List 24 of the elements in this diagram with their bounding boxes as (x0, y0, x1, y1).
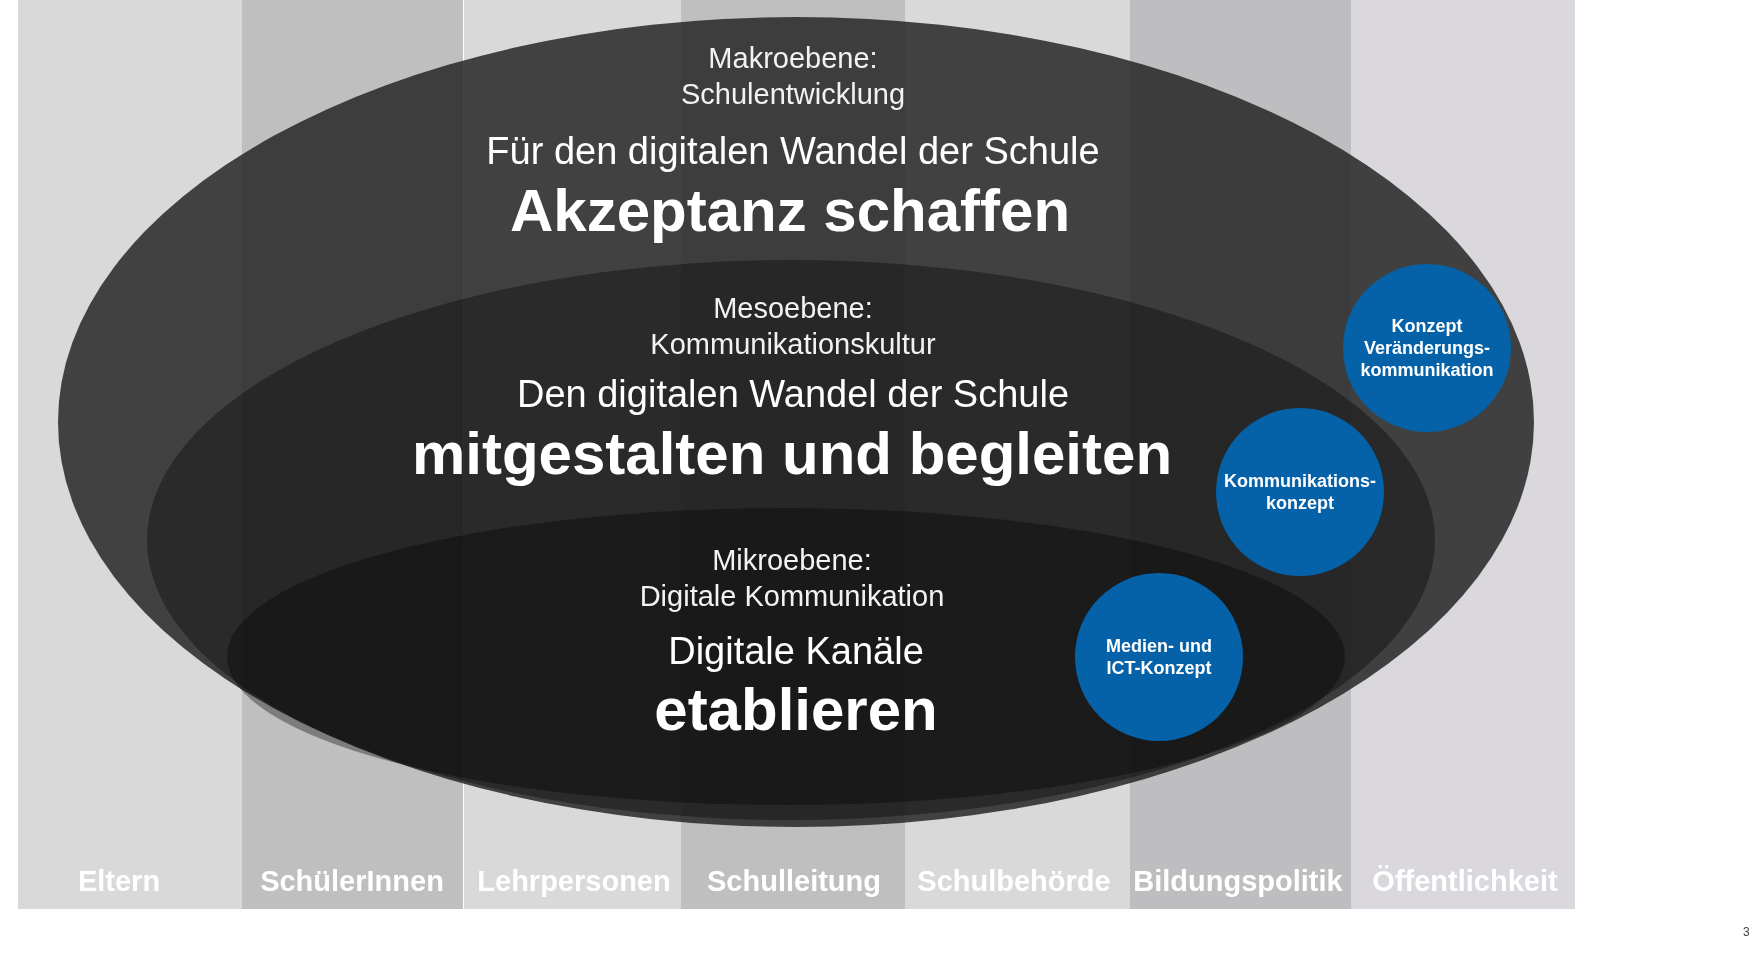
stakeholder-column (1130, 828, 1351, 909)
goal-emphasis: etablieren (654, 676, 938, 744)
concept-label: Kommunikations- konzept (1224, 470, 1376, 514)
stakeholder-column (681, 828, 905, 909)
stakeholder-label: Schulleitung (707, 864, 881, 898)
stakeholder-column (464, 828, 681, 909)
stakeholder-column (18, 828, 242, 909)
page-number: 3 (1743, 925, 1750, 939)
goal-text: Digitale Kanäle (668, 629, 924, 673)
stakeholder-label: Bildungspolitik (1133, 864, 1343, 898)
level-heading: Makroebene: Schulentwicklung (680, 41, 906, 112)
goal-text: Den digitalen Wandel der Schule (516, 372, 1070, 416)
macro-level-ellipse (58, 17, 1534, 827)
level-heading: Mesoebene: Kommunikationskultur (650, 291, 936, 362)
stakeholder-column (905, 828, 1130, 909)
goal-text: Für den digitalen Wandel der Schule (486, 129, 1100, 173)
concept-label: Konzept Veränderungs- kommunikation (1360, 315, 1494, 381)
stakeholder-label: SchülerInnen (260, 864, 444, 898)
concept-label: Medien- und ICT-Konzept (1106, 635, 1212, 679)
level-heading: Mikroebene: Digitale Kommunikation (639, 543, 945, 614)
goal-emphasis: mitgestalten und begleiten (411, 420, 1173, 488)
stakeholder-column (1351, 828, 1575, 909)
stakeholder-column (242, 828, 463, 909)
goal-emphasis: Akzeptanz schaffen (509, 177, 1071, 245)
